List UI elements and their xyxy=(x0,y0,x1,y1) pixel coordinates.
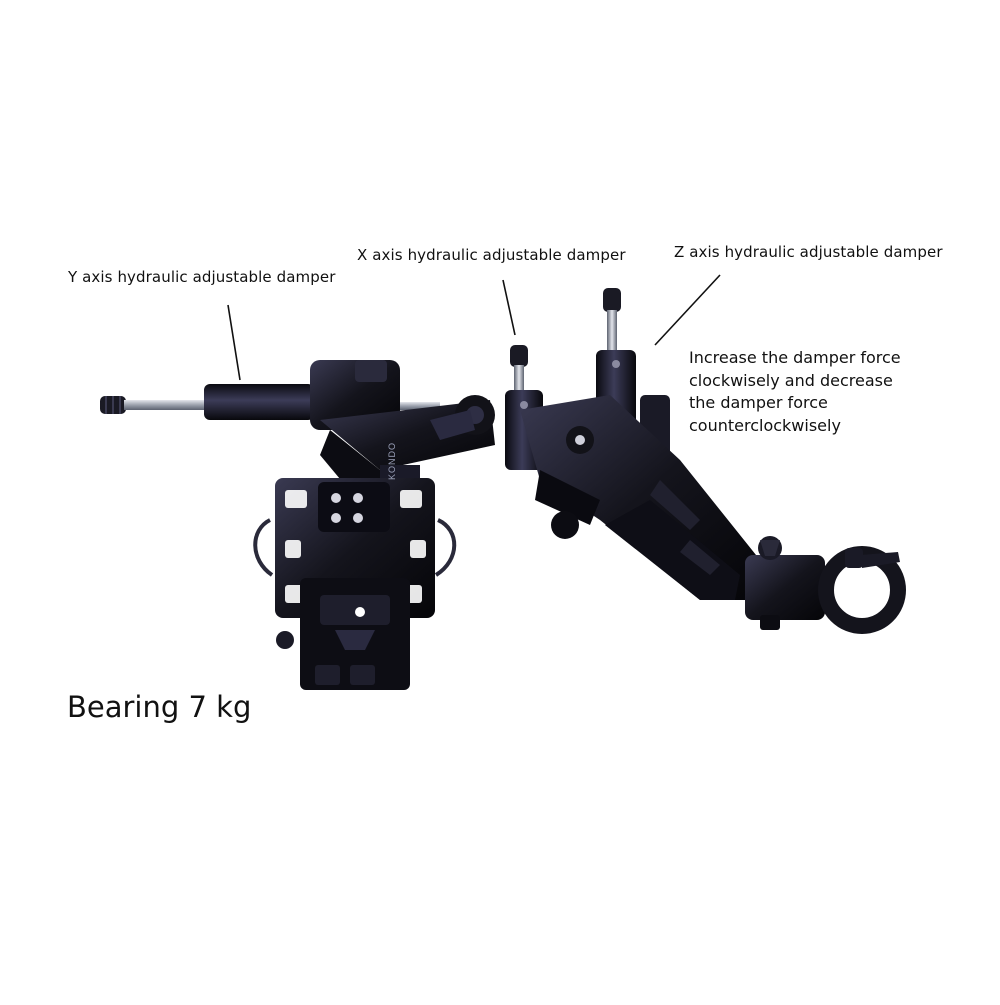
z-axis-damper xyxy=(596,288,670,475)
damper-force-note: Increase the damper force clockwisely an… xyxy=(689,347,901,437)
z-axis-callout-line xyxy=(654,274,721,346)
x-axis-damper-label: X axis hydraulic adjustable damper xyxy=(357,246,626,264)
mounting-plate xyxy=(253,478,457,690)
clamp-mount xyxy=(745,536,906,634)
lower-arm xyxy=(520,395,760,600)
y-axis-callout-line xyxy=(227,304,241,381)
note-line: counterclockwisely xyxy=(689,415,841,435)
z-axis-damper-label: Z axis hydraulic adjustable damper xyxy=(674,243,943,261)
upper-arm xyxy=(310,360,495,490)
product-engraving: KONDO xyxy=(387,442,397,480)
x-axis-callout-line xyxy=(502,279,516,336)
y-axis-damper xyxy=(100,384,440,420)
note-line: Increase the damper force xyxy=(689,348,901,367)
bearing-capacity-label: Bearing 7 kg xyxy=(67,690,252,724)
y-axis-damper-label: Y axis hydraulic adjustable damper xyxy=(68,268,336,286)
note-line: the damper force xyxy=(689,393,828,412)
note-line: clockwisely and decrease xyxy=(689,370,893,390)
